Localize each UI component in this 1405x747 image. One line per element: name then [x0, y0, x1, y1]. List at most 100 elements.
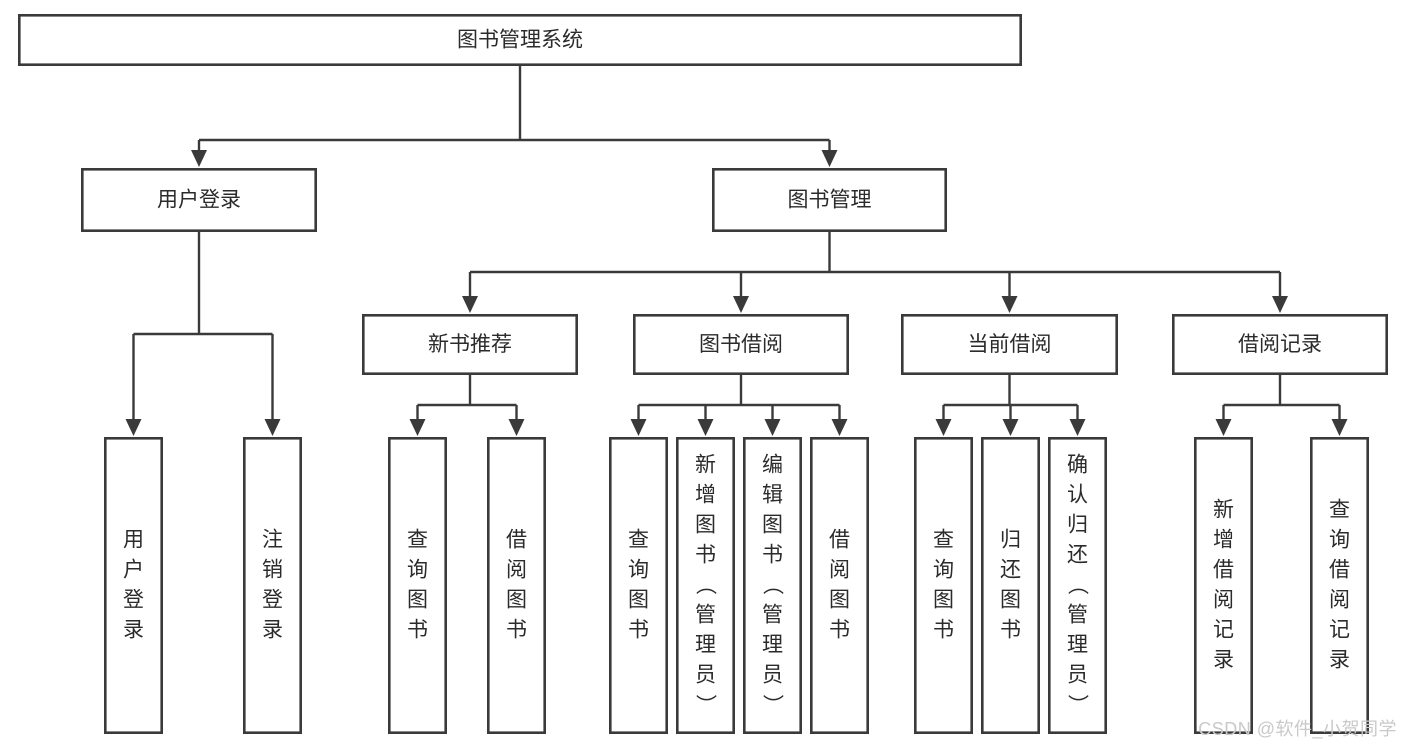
level2-arrow: [191, 150, 207, 167]
svg-text:查: 查: [933, 529, 954, 552]
svg-text:图: 图: [1000, 589, 1021, 612]
svg-text:用: 用: [123, 529, 144, 552]
leaf-arrow: [935, 419, 952, 436]
leaf-arrow: [1069, 419, 1086, 436]
svg-text:书: 书: [762, 544, 783, 567]
svg-text:户: 户: [123, 559, 144, 582]
svg-text:录: 录: [1213, 649, 1234, 672]
svg-text:书: 书: [506, 619, 527, 642]
svg-text:录: 录: [1329, 649, 1350, 672]
leaf-arrow: [1002, 419, 1019, 436]
leaf-arrow: [630, 419, 647, 436]
svg-text:增: 增: [1213, 529, 1234, 552]
svg-text:（: （: [1066, 574, 1089, 595]
root-node-box: [17, 14, 1023, 67]
node-boxes: [17, 14, 1389, 734]
level3-node-label-1: 图书借阅: [699, 333, 783, 356]
leaf-node-box-0: [104, 436, 164, 734]
svg-text:管: 管: [695, 604, 716, 627]
node-labels: 图书管理系统用户登录图书管理新书推荐图书借阅当前借阅借阅记录用户登录注销登录查询…: [123, 29, 1350, 715]
svg-text:员: 员: [762, 664, 783, 687]
svg-text:确: 确: [1067, 454, 1088, 477]
leaf-node-box-7: [809, 436, 869, 734]
svg-text:借: 借: [506, 529, 527, 552]
leaf-node-box-9: [980, 436, 1040, 734]
svg-text:认: 认: [1067, 484, 1088, 507]
connector-lines: [125, 66, 1348, 436]
leaf-node-box-11: [1194, 436, 1254, 734]
level3-node-label-0: 新书推荐: [428, 333, 512, 356]
svg-text:管: 管: [1067, 604, 1088, 627]
svg-text:录: 录: [123, 619, 144, 642]
level3-arrow: [733, 296, 749, 313]
svg-text:销: 销: [262, 559, 283, 582]
leaf-arrow: [764, 419, 781, 436]
csdn-watermark: CSDN @软件_小贺同学: [1198, 719, 1397, 739]
svg-text:）: ）: [694, 694, 717, 715]
level2-arrow: [821, 150, 838, 167]
svg-text:书: 书: [695, 544, 716, 567]
svg-text:）: ）: [761, 694, 784, 715]
level2-node-box-1: [711, 168, 947, 233]
svg-text:询: 询: [1329, 529, 1350, 552]
svg-text:借: 借: [1329, 559, 1350, 582]
svg-text:阅: 阅: [1213, 589, 1234, 612]
svg-text:理: 理: [695, 634, 716, 657]
svg-text:（: （: [761, 574, 784, 595]
svg-text:登: 登: [262, 589, 283, 612]
level3-arrow: [1001, 296, 1018, 313]
leaf-arrow: [831, 419, 848, 436]
svg-text:员: 员: [695, 664, 716, 687]
level2-node-box-0: [81, 168, 317, 233]
level3-arrow: [1272, 296, 1288, 313]
svg-text:员: 员: [1067, 664, 1088, 687]
leaf-node-box-10: [1048, 436, 1108, 734]
svg-text:编: 编: [762, 454, 783, 477]
leaf-arrow: [1215, 419, 1232, 436]
svg-text:询: 询: [933, 559, 954, 582]
level3-node-label-2: 当前借阅: [968, 333, 1052, 356]
level3-node-box-0: [361, 313, 578, 375]
svg-text:录: 录: [262, 619, 283, 642]
level3-node-box-2: [900, 313, 1118, 375]
level2-node-label-0: 用户登录: [157, 189, 241, 212]
svg-text:借: 借: [829, 529, 850, 552]
leaf-node-box-8: [913, 436, 973, 734]
leaf-arrow: [125, 419, 142, 436]
svg-text:书: 书: [933, 619, 954, 642]
svg-text:归: 归: [1067, 514, 1088, 537]
level3-arrow: [462, 296, 478, 313]
root-node-label: 图书管理系统: [457, 29, 583, 52]
svg-text:阅: 阅: [829, 559, 850, 582]
svg-text:）: ）: [1066, 694, 1089, 715]
svg-text:图: 图: [628, 589, 649, 612]
svg-text:还: 还: [1067, 544, 1088, 567]
svg-text:新: 新: [695, 454, 716, 477]
level3-node-box-1: [632, 313, 849, 375]
svg-text:增: 增: [695, 484, 716, 507]
svg-text:询: 询: [628, 559, 649, 582]
level2-node-label-1: 图书管理: [788, 189, 872, 212]
svg-text:书: 书: [1000, 619, 1021, 642]
svg-text:书: 书: [407, 619, 428, 642]
svg-text:查: 查: [1329, 499, 1350, 522]
svg-text:借: 借: [1213, 559, 1234, 582]
svg-text:书: 书: [829, 619, 850, 642]
svg-text:图: 图: [762, 514, 783, 537]
level3-node-box-3: [1172, 313, 1389, 375]
svg-text:（: （: [694, 574, 717, 595]
leaf-node-box-12: [1310, 436, 1370, 734]
leaf-node-box-1: [243, 436, 303, 734]
svg-text:询: 询: [407, 559, 428, 582]
